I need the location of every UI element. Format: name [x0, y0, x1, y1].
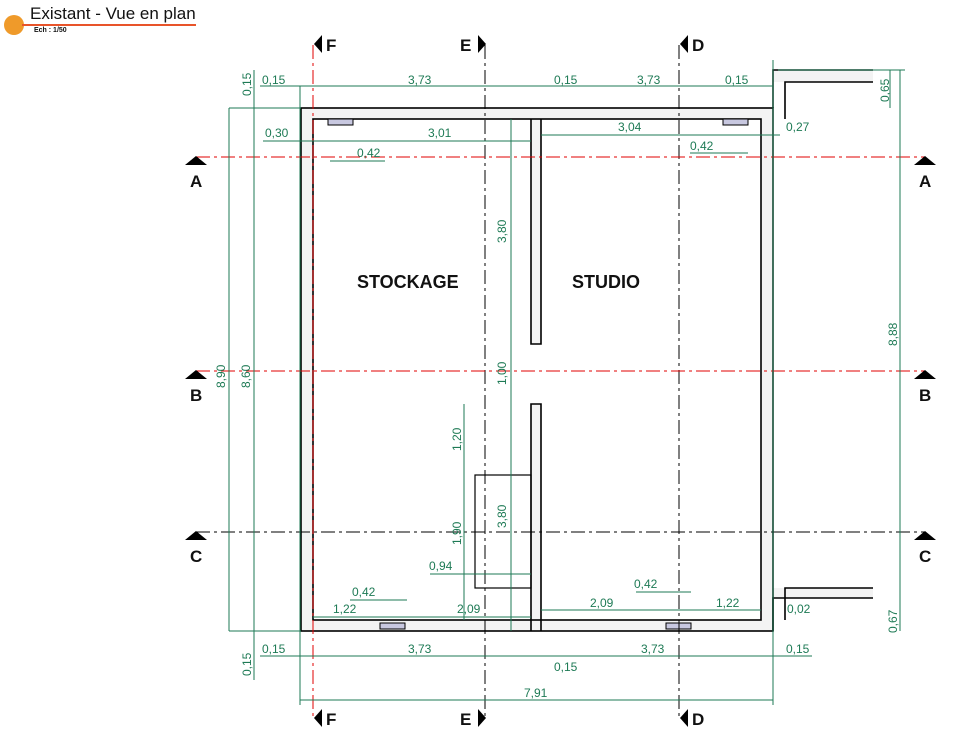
room-label-studio: STUDIO: [572, 272, 640, 292]
dim-label: 3,73: [637, 73, 661, 87]
section-label: C: [919, 547, 931, 566]
dim-label: 0,30: [265, 126, 289, 140]
title-bullet-icon: [4, 15, 24, 35]
dim-label: 3,04: [618, 120, 642, 134]
dim-label: 2,09: [590, 596, 614, 610]
dim-label: 0,65: [878, 78, 892, 102]
dim-label: 1,00: [495, 361, 509, 385]
section-arrow-icon: [478, 709, 486, 727]
dim-label: 0,15: [554, 73, 578, 87]
section-arrow-icon: [914, 370, 936, 379]
dim-label: 8,88: [886, 322, 900, 346]
dim-label: 0,27: [786, 120, 810, 134]
section-markers: [185, 35, 936, 727]
dim-label: 1,22: [716, 596, 740, 610]
dim-label: 0,15: [725, 73, 749, 87]
section-arrow-icon: [185, 370, 207, 379]
dim-label: 0,67: [886, 609, 900, 633]
section-lines: [196, 45, 925, 720]
walls: [300, 69, 873, 632]
dim-label: 3,80: [495, 504, 509, 528]
title-underline: [22, 24, 196, 26]
dim-label: 0,94: [429, 559, 453, 573]
dimension-lines: [228, 60, 905, 705]
dim-label: 0,42: [357, 146, 381, 160]
dim-label: 0,15: [240, 652, 254, 676]
section-arrow-icon: [914, 531, 936, 540]
page-title: Existant - Vue en plan: [30, 4, 196, 23]
dimension-labels: 0,15 3,73 0,15 3,73 0,15 0,15 0,30 3,01 …: [214, 72, 900, 700]
dim-label: 2,09: [457, 602, 481, 616]
dim-label: 0,15: [786, 642, 810, 656]
section-arrow-icon: [478, 35, 486, 53]
dim-label: 3,80: [495, 219, 509, 243]
section-arrow-icon: [185, 531, 207, 540]
section-label: F: [326, 36, 336, 55]
section-label: D: [692, 36, 704, 55]
dim-label: 8,60: [239, 364, 253, 388]
dim-label: 0,42: [352, 585, 376, 599]
section-label: D: [692, 710, 704, 729]
scale-label: Ech : 1/50: [34, 27, 67, 34]
dim-label: 0,42: [634, 577, 658, 591]
section-label: F: [326, 710, 336, 729]
dim-label: 1,22: [333, 602, 357, 616]
section-arrow-icon: [680, 709, 688, 727]
section-label: E: [460, 710, 471, 729]
section-label: E: [460, 36, 471, 55]
section-arrow-icon: [314, 709, 322, 727]
section-arrow-icon: [914, 156, 936, 165]
section-label: A: [919, 172, 931, 191]
dim-label: 3,73: [408, 73, 432, 87]
dim-label: 1,20: [450, 427, 464, 451]
dim-label: 3,73: [408, 642, 432, 656]
dim-label: 0,42: [690, 139, 714, 153]
dim-label: 0,15: [554, 660, 578, 674]
section-label: B: [919, 386, 931, 405]
section-arrow-icon: [185, 156, 207, 165]
dim-label: 0,02: [787, 602, 811, 616]
section-label: A: [190, 172, 202, 191]
dim-label: 7,91: [524, 686, 548, 700]
dim-label: 8,90: [214, 364, 228, 388]
dim-label: 0,15: [240, 72, 254, 96]
section-label: B: [190, 386, 202, 405]
dim-label: 3,01: [428, 126, 452, 140]
dim-label: 0,15: [262, 642, 286, 656]
dim-label: 1,90: [450, 521, 464, 545]
room-label-stockage: STOCKAGE: [357, 272, 459, 292]
section-arrow-icon: [314, 35, 322, 53]
dim-label: 3,73: [641, 642, 665, 656]
section-labels: F E D F E D A B C A B C: [190, 36, 931, 729]
dim-label: 0,15: [262, 73, 286, 87]
section-arrow-icon: [680, 35, 688, 53]
section-label: C: [190, 547, 202, 566]
